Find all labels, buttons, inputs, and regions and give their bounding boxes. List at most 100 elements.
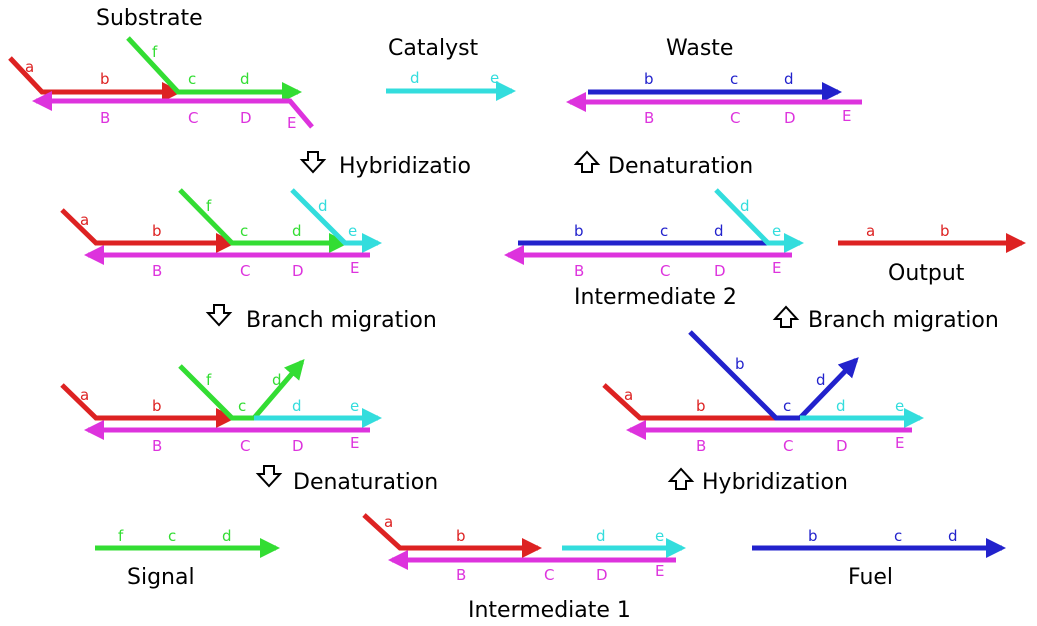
- substrate-catalyst-complex: [60, 188, 382, 265]
- domain-a: a: [80, 386, 89, 404]
- domain-a: a: [866, 222, 875, 240]
- strand-f-c-d: [126, 36, 302, 102]
- domain-D: D: [240, 109, 252, 127]
- domain-B: B: [456, 566, 466, 584]
- domain-e: e: [895, 397, 904, 415]
- domain-B: B: [152, 262, 162, 280]
- catalyst-strand: [290, 188, 382, 253]
- catalyst-strand: [714, 188, 804, 253]
- down-arrow-icon: [255, 465, 283, 488]
- domain-d: d: [948, 527, 958, 545]
- domain-a: a: [624, 386, 633, 404]
- domain-C: C: [544, 566, 554, 584]
- domain-d: d: [240, 70, 250, 88]
- domain-a: a: [80, 211, 89, 229]
- domain-c: c: [783, 397, 791, 415]
- domain-d: d: [292, 397, 302, 415]
- domain-C: C: [730, 109, 740, 127]
- up-arrow-icon: [667, 467, 695, 490]
- domain-c: c: [188, 70, 196, 88]
- domain-d: d: [816, 371, 826, 389]
- domain-c: c: [894, 527, 902, 545]
- domain-E: E: [350, 434, 359, 452]
- domain-C: C: [188, 109, 198, 127]
- domain-c: c: [240, 222, 248, 240]
- domain-d: d: [836, 397, 846, 415]
- domain-d: d: [318, 197, 328, 215]
- domain-a: a: [384, 513, 393, 531]
- domain-c: c: [660, 222, 668, 240]
- label-intermediate-1: Intermediate 1: [468, 598, 631, 623]
- domain-D: D: [292, 262, 304, 280]
- domain-b: b: [735, 355, 745, 373]
- domain-e: e: [490, 69, 499, 87]
- domain-d: d: [410, 69, 420, 87]
- strand-BCDE: [32, 91, 314, 129]
- domain-b: b: [456, 527, 466, 545]
- intermediate-1-complex: [362, 513, 686, 570]
- domain-B: B: [152, 437, 162, 455]
- domain-d: d: [740, 197, 750, 215]
- label-substrate: Substrate: [96, 6, 203, 31]
- domain-B: B: [644, 109, 654, 127]
- domain-E: E: [655, 562, 664, 580]
- domain-b: b: [152, 397, 162, 415]
- waste-complex: [566, 82, 862, 112]
- domain-c: c: [238, 397, 246, 415]
- strand-f-c-d: [178, 188, 349, 253]
- domain-D: D: [596, 566, 608, 584]
- domain-E: E: [287, 114, 296, 132]
- label-waste: Waste: [666, 36, 733, 61]
- down-arrow-icon: [205, 304, 233, 327]
- domain-d: d: [292, 222, 302, 240]
- domain-d: d: [784, 70, 794, 88]
- domain-e: e: [350, 397, 359, 415]
- label-catalyst: Catalyst: [388, 36, 479, 61]
- domain-d: d: [222, 527, 232, 545]
- domain-C: C: [783, 437, 793, 455]
- domain-B: B: [696, 437, 706, 455]
- step-branch-migration-right: Branch migration: [808, 308, 999, 333]
- domain-f: f: [118, 527, 124, 545]
- strand-a-b: [602, 383, 776, 421]
- step-denaturation-left: Denaturation: [293, 470, 438, 495]
- up-arrow-icon: [573, 150, 601, 173]
- domain-b: b: [574, 222, 584, 240]
- label-signal: Signal: [127, 565, 195, 590]
- domain-E: E: [350, 259, 359, 277]
- down-arrow-icon: [299, 151, 327, 174]
- fuel-intermediate-complex: [602, 330, 924, 440]
- domain-b: b: [808, 527, 818, 545]
- label-fuel: Fuel: [848, 565, 893, 590]
- domain-f: f: [152, 43, 158, 61]
- fuel-strand: [688, 330, 859, 421]
- domain-a: a: [25, 58, 34, 76]
- domain-c: c: [168, 527, 176, 545]
- domain-e: e: [772, 222, 781, 240]
- domain-E: E: [842, 107, 851, 125]
- domain-f: f: [206, 197, 212, 215]
- domain-E: E: [895, 434, 904, 452]
- domain-D: D: [714, 262, 726, 280]
- strand-a-b: [362, 513, 542, 558]
- domain-d: d: [272, 371, 282, 389]
- branch-migrated-complex: [60, 358, 382, 440]
- domain-b: b: [696, 397, 706, 415]
- domain-e: e: [655, 527, 664, 545]
- domain-D: D: [292, 437, 304, 455]
- domain-c: c: [730, 70, 738, 88]
- step-hybridization-1: Hybridizatio: [339, 154, 471, 179]
- intermediate-2-complex: [504, 188, 804, 265]
- step-denaturation-top: Denaturation: [608, 154, 753, 179]
- domain-b: b: [644, 70, 654, 88]
- step-hybridization-right: Hybridization: [702, 470, 848, 495]
- label-intermediate-2: Intermediate 2: [574, 285, 737, 310]
- label-output: Output: [888, 261, 965, 286]
- domain-e: e: [348, 222, 357, 240]
- domain-f: f: [206, 371, 212, 389]
- domain-C: C: [660, 262, 670, 280]
- strand-a-b: [60, 383, 236, 428]
- domain-b: b: [100, 70, 110, 88]
- domain-D: D: [784, 109, 796, 127]
